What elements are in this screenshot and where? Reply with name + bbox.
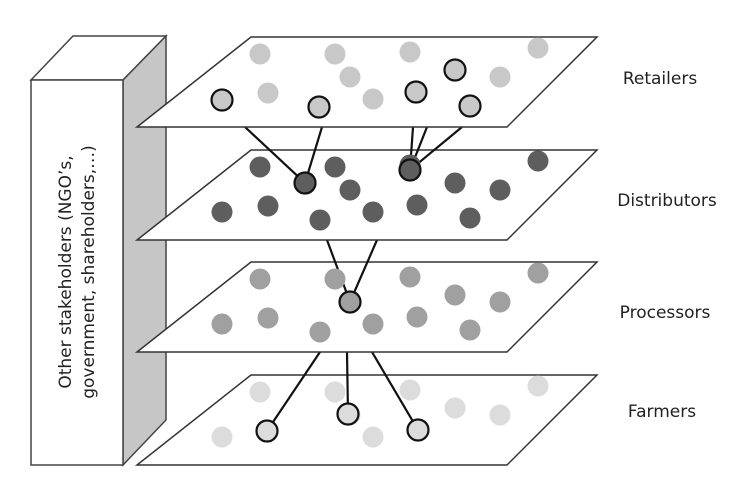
linked-actor-node xyxy=(293,171,317,195)
layer-farmers xyxy=(134,351,599,466)
actor-node xyxy=(309,209,331,231)
actor-node xyxy=(211,313,233,335)
chain-link xyxy=(345,351,349,404)
linked-actor-node xyxy=(336,402,360,426)
actor-node xyxy=(406,194,428,216)
actor-node xyxy=(211,426,233,448)
actor-node xyxy=(257,307,279,329)
chain-link xyxy=(417,126,463,165)
actor-node xyxy=(444,172,466,194)
layer-processors xyxy=(134,239,599,353)
actor-node xyxy=(339,66,361,88)
linked-actor-node xyxy=(406,418,430,442)
actor-node xyxy=(489,66,511,88)
layer-label-farmers: Farmers xyxy=(628,402,696,422)
actor-node xyxy=(527,262,549,284)
actor-node xyxy=(444,397,466,419)
actor-node xyxy=(362,313,384,335)
linked-actor-node xyxy=(255,419,279,443)
linked-actor-node xyxy=(458,94,482,118)
actor-node xyxy=(211,201,233,223)
actor-node xyxy=(527,375,549,397)
linked-actor-node xyxy=(398,158,422,182)
stakeholders-label-line1: Other stakeholders (NGO’s, xyxy=(56,155,76,388)
actor-node xyxy=(527,150,549,172)
actor-node xyxy=(362,88,384,110)
linked-actor-node xyxy=(307,95,331,119)
actor-node xyxy=(339,179,361,201)
actor-node xyxy=(362,201,384,223)
layer-retailers xyxy=(134,36,599,128)
actor-node xyxy=(324,381,346,403)
chain-link xyxy=(271,351,321,423)
actor-node xyxy=(399,379,421,401)
actor-node xyxy=(459,319,481,341)
chain-link xyxy=(409,126,415,160)
chain-link xyxy=(353,239,379,293)
actor-node xyxy=(444,284,466,306)
actor-node xyxy=(249,381,271,403)
actor-node xyxy=(324,268,346,290)
actor-node xyxy=(399,41,421,63)
actor-node xyxy=(257,82,279,104)
layer-distributors xyxy=(134,126,599,241)
actor-node xyxy=(527,37,549,59)
actor-node xyxy=(257,195,279,217)
linked-actor-node xyxy=(443,58,467,82)
stakeholders-pillar: Other stakeholders (NGO’s, government, s… xyxy=(29,34,168,467)
actor-node xyxy=(324,43,346,65)
actor-node xyxy=(399,266,421,288)
linked-actor-node xyxy=(210,88,234,112)
linked-actor-node xyxy=(404,80,428,104)
actor-node xyxy=(459,207,481,229)
layer-label-distributors: Distributors xyxy=(617,191,717,211)
chain-link xyxy=(306,126,324,174)
actor-node xyxy=(489,404,511,426)
layer-label-retailers: Retailers xyxy=(623,69,697,89)
actor-node xyxy=(249,43,271,65)
actor-node xyxy=(489,179,511,201)
stakeholders-label-line2: government, shareholders,…) xyxy=(79,145,99,399)
layer-label-processors: Processors xyxy=(620,303,711,323)
actor-node xyxy=(406,306,428,328)
actor-node xyxy=(489,291,511,313)
chain-link xyxy=(412,126,429,161)
chain-link xyxy=(371,351,414,422)
actor-node xyxy=(249,156,271,178)
actor-node xyxy=(249,268,271,290)
chain-link xyxy=(244,126,299,177)
actor-node xyxy=(309,321,331,343)
linked-actor-node xyxy=(338,290,362,314)
actor-node xyxy=(324,156,346,178)
actor-node xyxy=(362,426,384,448)
